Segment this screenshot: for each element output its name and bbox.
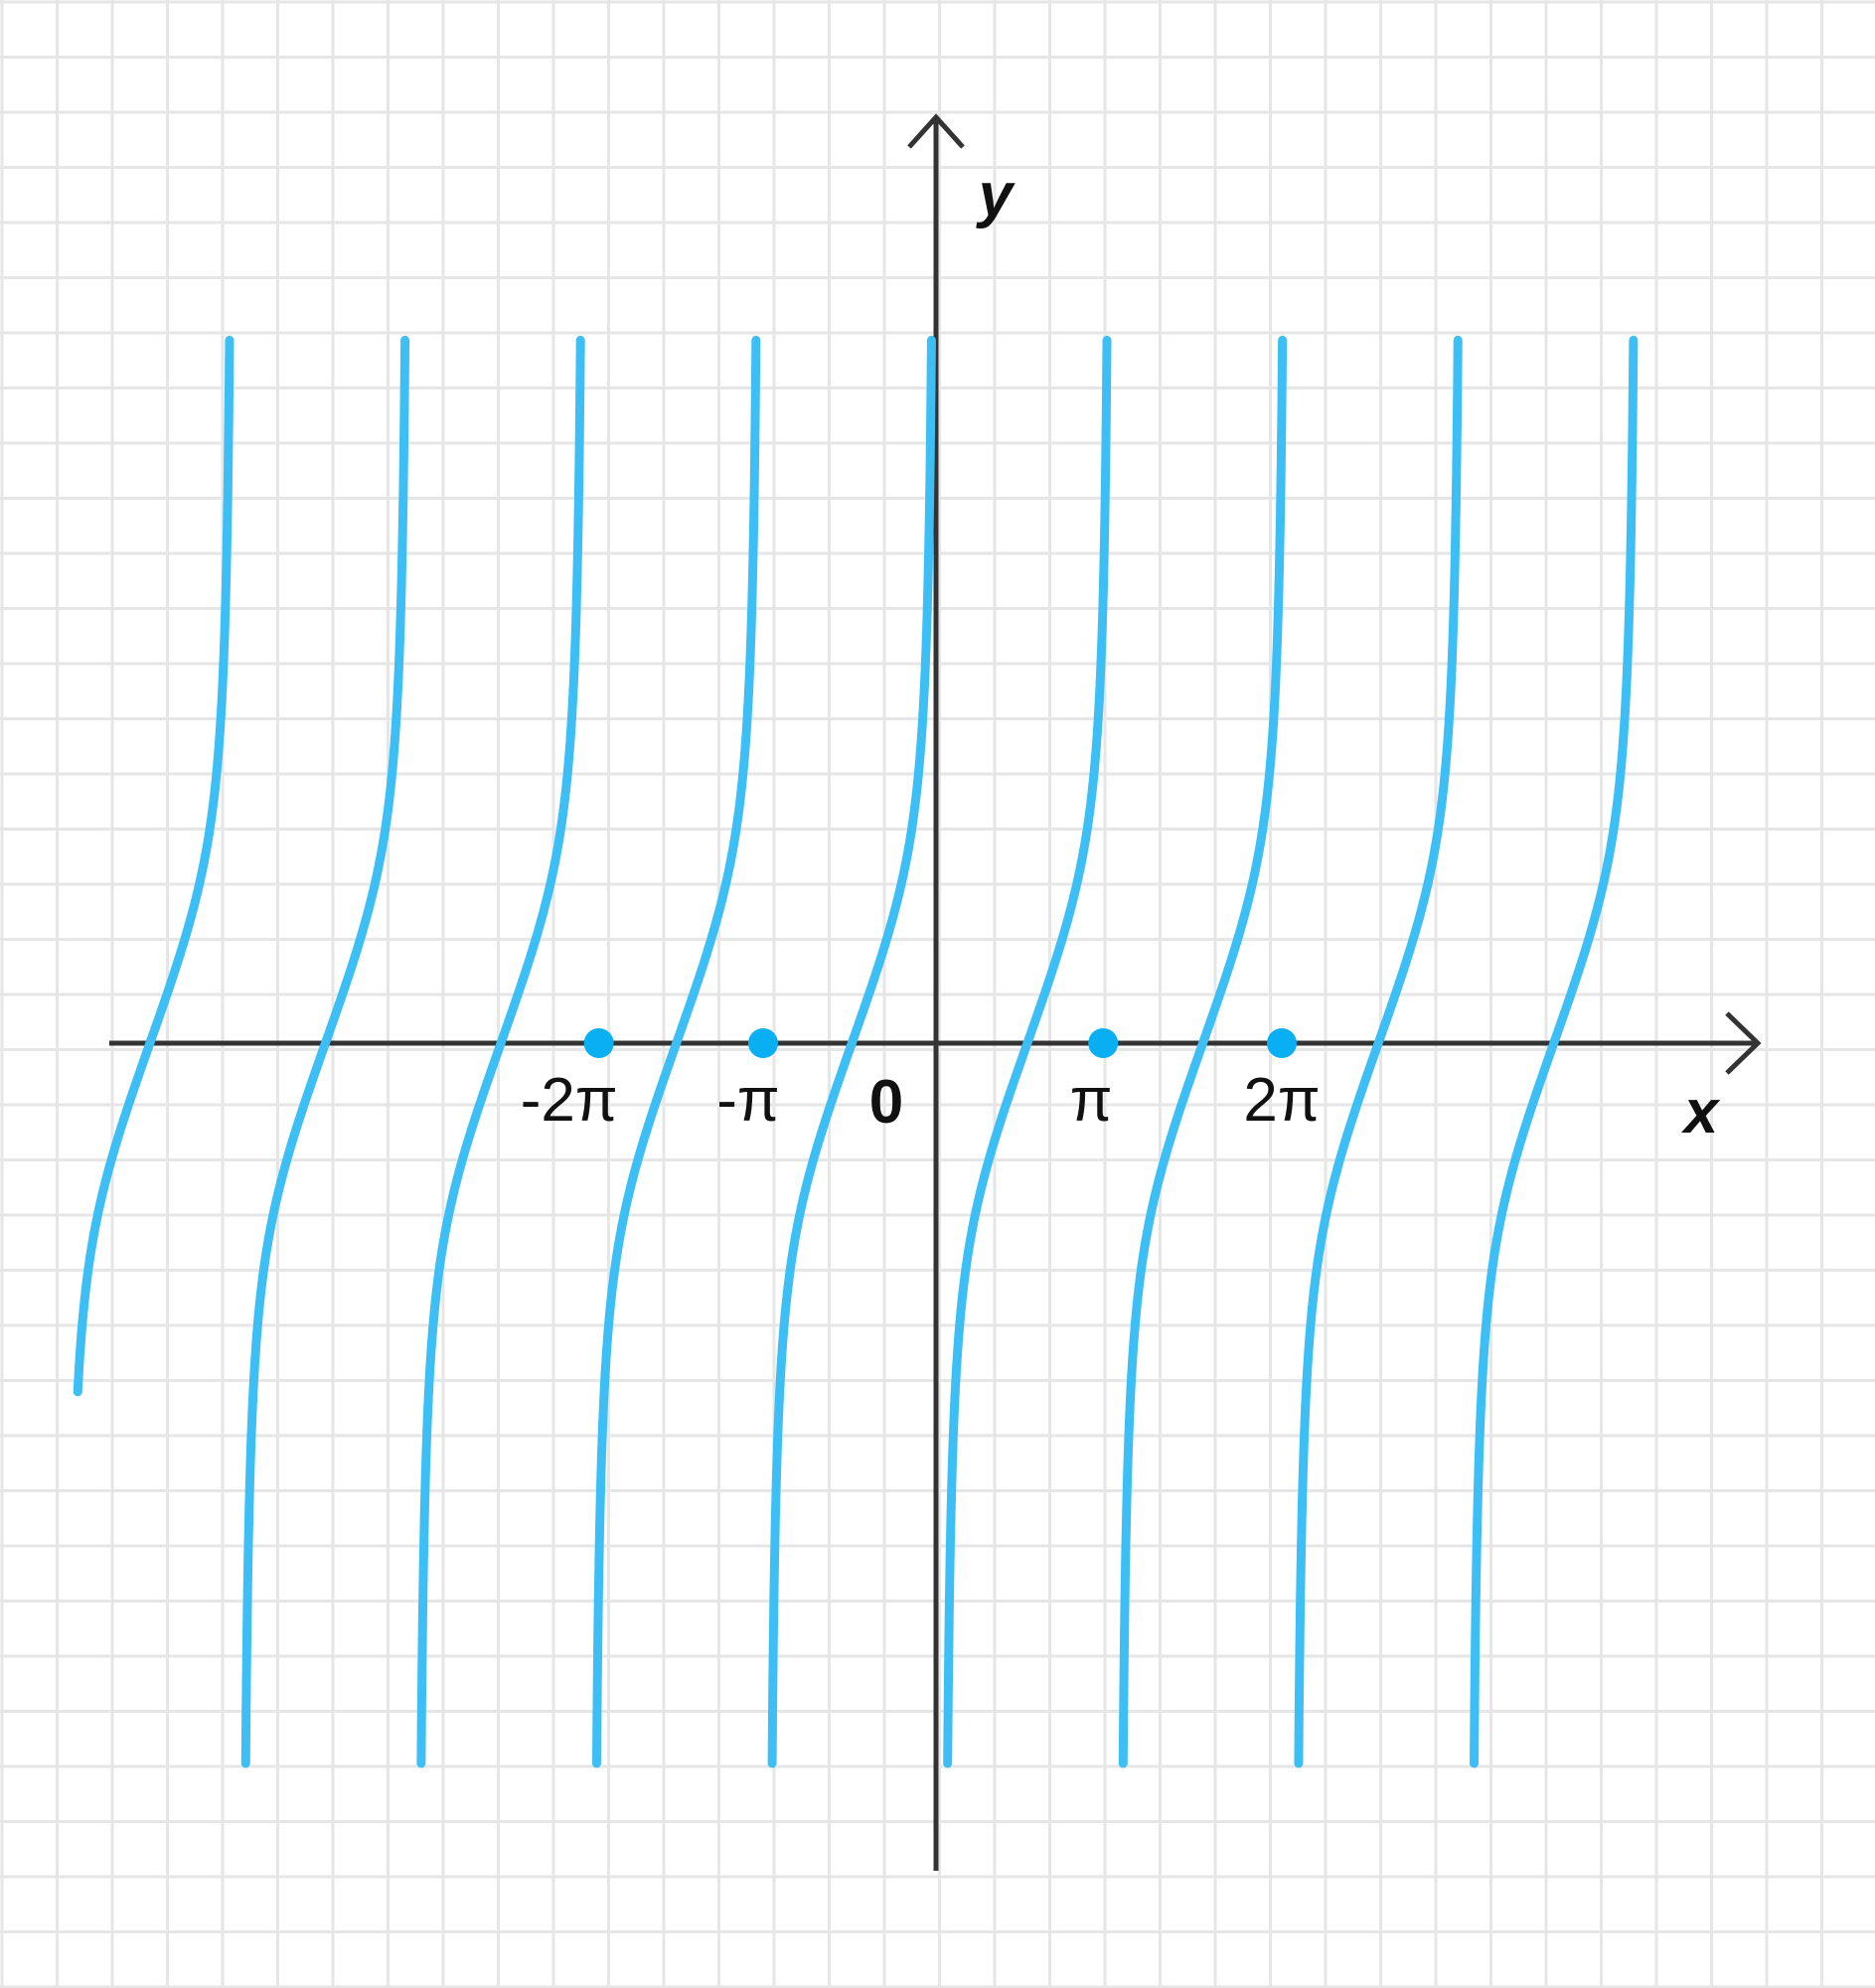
curve-branch-1 bbox=[240, 335, 410, 1768]
curve-branch-8 bbox=[1470, 335, 1639, 1768]
curve-branch-3 bbox=[591, 335, 761, 1768]
curve-branch-2 bbox=[416, 335, 585, 1768]
point-label-1: -π bbox=[716, 1066, 779, 1135]
y-axis-label: y bbox=[976, 161, 1016, 229]
points bbox=[583, 1028, 1297, 1058]
curve-branch-4 bbox=[767, 335, 936, 1768]
y-axis-arrow bbox=[907, 113, 965, 149]
point-label-3: 2π bbox=[1243, 1066, 1320, 1135]
curve-branch-0 bbox=[73, 335, 234, 1397]
x-axis-arrow bbox=[1725, 1011, 1762, 1075]
point-marker-3 bbox=[1267, 1028, 1297, 1058]
curve-branch-6 bbox=[1118, 335, 1288, 1768]
point-marker-1 bbox=[748, 1028, 778, 1058]
x-axis-label: x bbox=[1681, 1078, 1721, 1147]
axes bbox=[109, 113, 1762, 1871]
point-marker-2 bbox=[1088, 1028, 1119, 1058]
labels: x y 0 -2π -π π 2π bbox=[521, 161, 1721, 1147]
point-marker-0 bbox=[583, 1028, 614, 1058]
curve-branch-7 bbox=[1294, 335, 1463, 1768]
origin-label: 0 bbox=[869, 1068, 903, 1137]
point-label-2: π bbox=[1070, 1066, 1113, 1135]
curve-branch-5 bbox=[943, 335, 1112, 1768]
point-label-0: -2π bbox=[521, 1066, 618, 1135]
curves bbox=[73, 335, 1639, 1768]
